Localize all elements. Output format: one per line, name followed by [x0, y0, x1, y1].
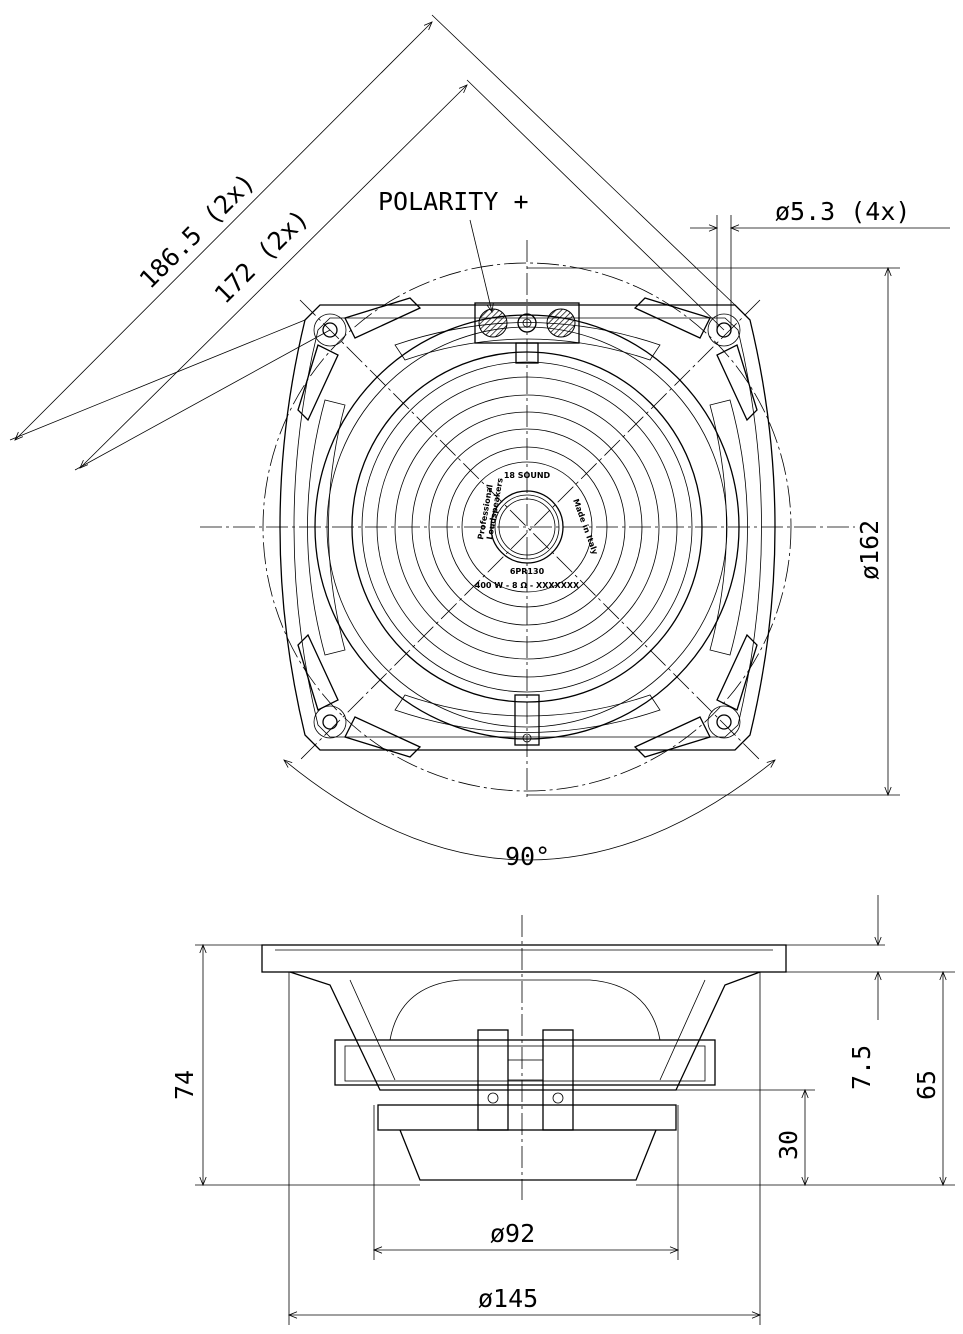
bolt-circle — [262, 262, 792, 792]
svg-text:400 W - 8 Ω - XXXXXXX: 400 W - 8 Ω - XXXXXXX — [475, 581, 580, 590]
svg-text:POLARITY +: POLARITY + — [378, 187, 529, 216]
terminals — [477, 1029, 574, 1131]
frame-outline — [279, 304, 776, 751]
magnet — [377, 1104, 677, 1131]
svg-text:ø5.3 (4x): ø5.3 (4x) — [775, 197, 910, 226]
side-view — [261, 915, 787, 1200]
svg-text:65: 65 — [912, 1070, 941, 1100]
top-dimensions: 186.5 (2x) 172 (2x) POLARITY + ø5.3 (4x)… — [9, 14, 950, 871]
cone-label: 18 SOUND 6PR130 400 W - 8 Ω - XXXXXXX Ma… — [475, 471, 600, 590]
svg-text:30: 30 — [774, 1130, 803, 1160]
svg-text:7.5: 7.5 — [847, 1045, 876, 1090]
flange — [261, 944, 787, 973]
svg-text:90°: 90° — [505, 842, 550, 871]
svg-text:74: 74 — [170, 1070, 199, 1100]
svg-text:ø145: ø145 — [478, 1284, 538, 1313]
svg-text:ø92: ø92 — [490, 1219, 535, 1248]
svg-text:6PR130: 6PR130 — [510, 567, 545, 576]
top-view: 18 SOUND 6PR130 400 W - 8 Ω - XXXXXXX Ma… — [200, 240, 855, 800]
terminal-block — [474, 302, 580, 746]
svg-text:ø162: ø162 — [855, 520, 884, 580]
side-dimensions: 74 7.5 65 30 ø92 ø145 — [170, 895, 955, 1325]
basket — [289, 971, 761, 1091]
brand-logo: 18 SOUND — [504, 471, 551, 480]
